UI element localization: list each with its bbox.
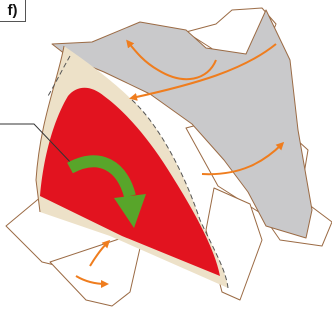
curved-direction-arrow-icon [126,39,217,80]
leader-line [0,123,75,167]
fold-outline-left [35,45,65,213]
curved-rotation-arrow-icon [67,155,146,228]
curved-direction-arrow-icon [75,275,109,288]
fold-line-dashed [131,99,229,289]
fold-line-dashed-inner [47,55,71,97]
curved-direction-arrow-icon [129,43,277,101]
curved-direction-arrow-icon [201,141,285,176]
curved-direction-arrow-icon [89,239,111,267]
panel-label: f) [0,0,26,22]
